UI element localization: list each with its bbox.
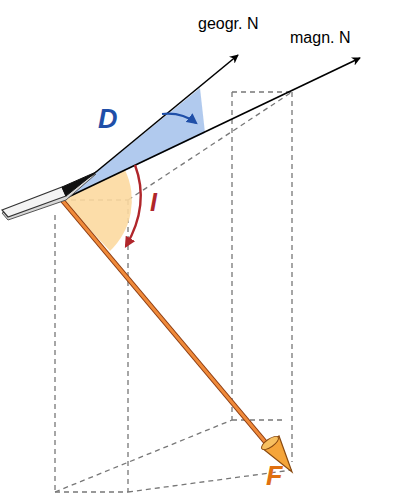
projection-box bbox=[55, 92, 292, 492]
angle-symbol: D bbox=[98, 106, 118, 133]
direction-label: geogr. N bbox=[198, 16, 258, 32]
declination-arc bbox=[162, 114, 196, 123]
geographic-north-arrow bbox=[62, 55, 238, 200]
needle-south bbox=[2, 187, 66, 217]
magnetic-north-arrow bbox=[62, 58, 360, 200]
field-vector-head-base bbox=[260, 434, 281, 452]
field-vector-outline bbox=[62, 200, 272, 450]
direction-label: magn. N bbox=[290, 30, 350, 46]
inclination-arc bbox=[126, 165, 141, 246]
needle-north bbox=[62, 172, 96, 196]
angle-symbol: I bbox=[150, 190, 157, 215]
vector-symbol: F bbox=[266, 463, 283, 490]
field-vector bbox=[62, 200, 272, 450]
